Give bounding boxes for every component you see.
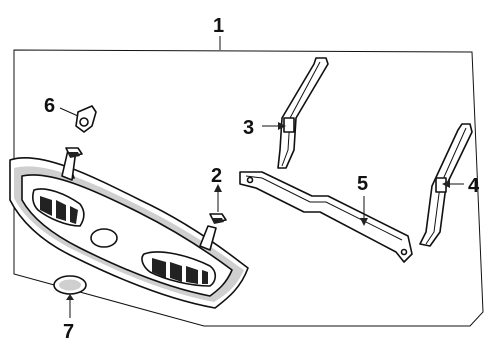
- part-5-brace: [239, 171, 413, 263]
- callout-2: 2: [211, 165, 222, 187]
- assembly-boundary: [13, 49, 484, 327]
- callout-1: 1: [213, 15, 224, 37]
- callout-5: 5: [357, 173, 368, 195]
- upper-left-clip: [65, 147, 83, 158]
- part-6-bracket: [59, 105, 97, 133]
- part-4-support: [419, 123, 473, 247]
- part-7-emblem: [53, 275, 87, 318]
- callout-7: 7: [63, 321, 74, 343]
- callout-3: 3: [243, 117, 254, 139]
- callout-6: 6: [44, 95, 55, 117]
- part-3-support: [262, 57, 329, 169]
- grille-assembly: [9, 149, 249, 309]
- part-2-clip: [209, 184, 227, 224]
- callout-4: 4: [468, 175, 480, 197]
